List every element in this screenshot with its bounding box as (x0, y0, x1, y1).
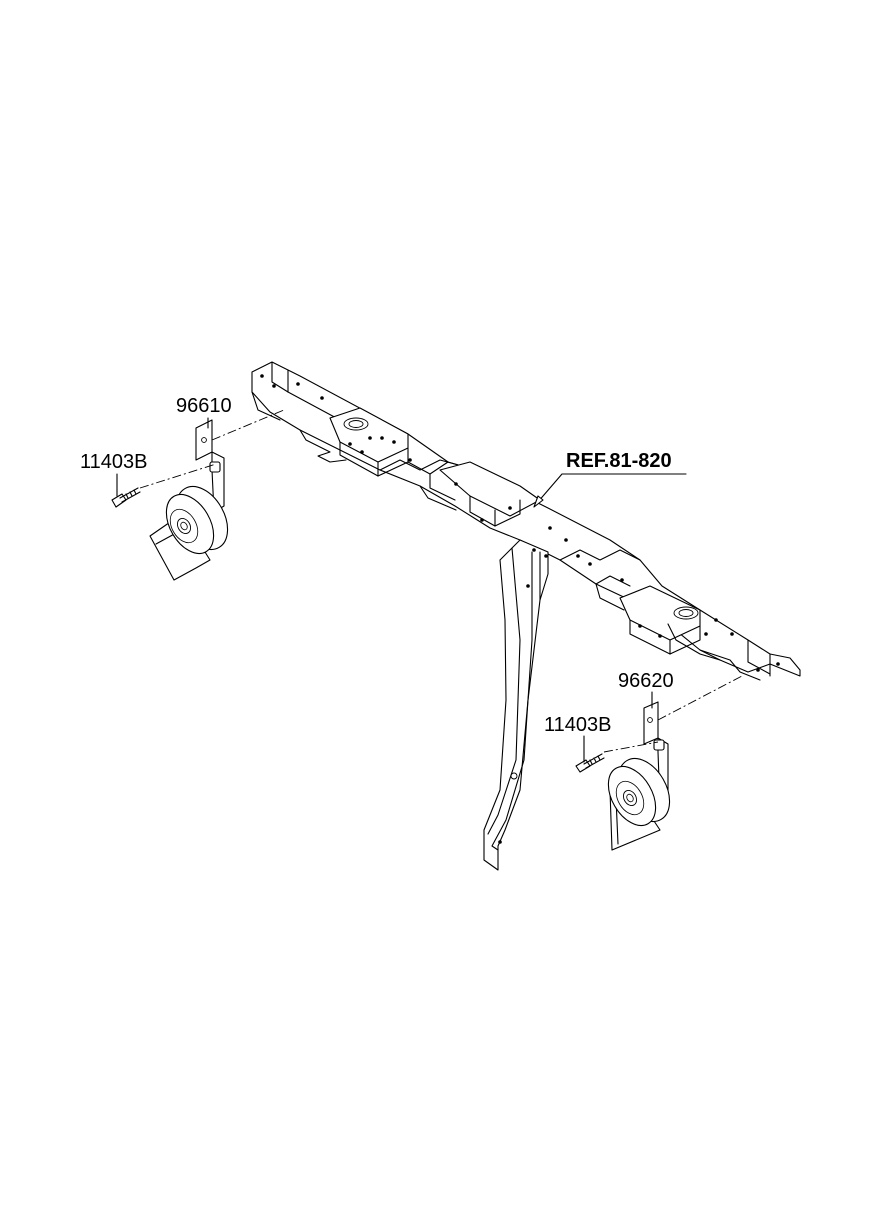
part-label-96610: 96610 (176, 395, 232, 417)
leader-ref-arrowhead (533, 495, 544, 508)
reference-label: REF.81-820 (566, 450, 672, 472)
part-label-11403b-right: 11403B (544, 714, 611, 736)
part-label-11403b-left: 11403B (80, 451, 147, 473)
bolt-left (111, 487, 141, 508)
center-brace (483, 539, 549, 871)
assembly-line-left-bracket (211, 409, 285, 441)
part-label-96620: 96620 (618, 670, 674, 692)
cross-member (251, 361, 801, 681)
assembly-line-left-bolt (139, 463, 217, 489)
leader-ref (536, 473, 687, 504)
assembly-line-right-bracket (657, 675, 743, 721)
bolt-right (575, 753, 605, 773)
assembly-line-right-bolt (603, 741, 659, 753)
horn-left (149, 419, 229, 581)
